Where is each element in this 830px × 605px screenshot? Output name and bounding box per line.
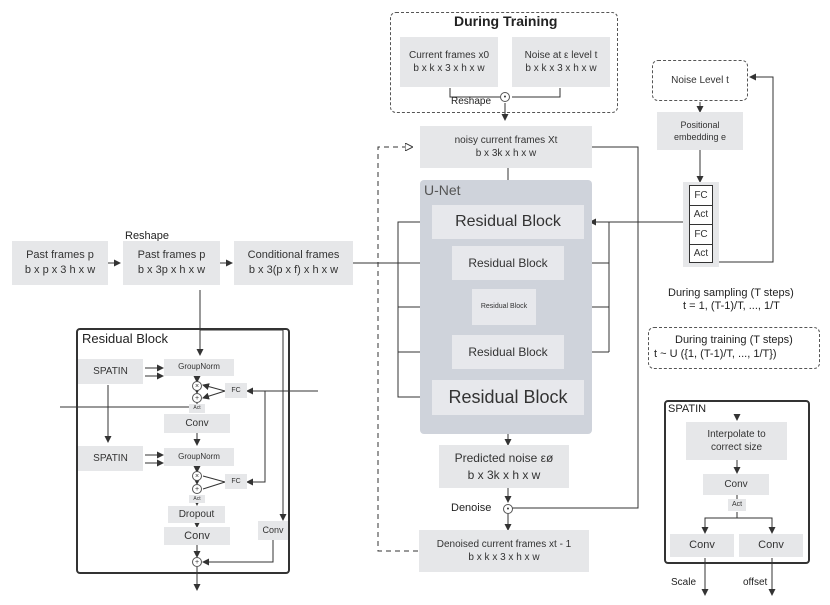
past-frames2-shape: b x 3p x h x w [137,264,206,276]
concat-operator: • [500,92,510,102]
current-frames-shape: b x k x 3 x h x w [413,63,485,74]
groupnorm-box-2: GroupNorm [164,448,234,466]
multiply-operator-2: × [192,471,202,481]
training-title: During Training [454,13,558,29]
interpolate-label-2: correct size [710,442,763,453]
predicted-label: Predicted noise εø [454,451,554,466]
denoise-operator: • [503,504,513,514]
training-frame [390,12,618,113]
fc-stack-act-1: Act [690,206,712,225]
spatin-act-box: Act [728,499,746,511]
fc-stack-fc-1: FC [690,186,712,206]
fc-stack: FC Act FC Act [689,185,713,263]
fc-box-2: FC [225,474,247,489]
conditional-label: Conditional frames [247,249,340,262]
spatin-conv-box: Conv [703,474,769,495]
denoised-frames-box: Denoised current frames xt - 1 b x k x 3… [419,530,589,572]
past-frames2-label: Past frames p [137,249,206,262]
residual-block-1: Residual Block [432,205,584,239]
conv-box-1: Conv [164,414,230,433]
conditional-frames-box: Conditional frames b x 3(p x f) x h x w [234,241,353,285]
noisy-shape: b x 3k x h x w [475,148,537,159]
denoised-shape: b x k x 3 x h x w [468,552,540,563]
conditional-shape: b x 3(p x f) x h x w [248,264,339,276]
noisy-frames-box: noisy current frames Xt b x 3k x h x w [420,126,592,168]
groupnorm-box-1: GroupNorm [164,359,234,376]
noisy-label: noisy current frames Xt [454,134,558,146]
interpolate-box: Interpolate to correct size [686,422,787,460]
act-box-2: Act [189,495,205,503]
residual-detail-title: Residual Block [82,331,168,346]
reshape-label: Reshape [125,230,170,242]
noise-at-level-shape: b x k x 3 x h x w [525,63,597,74]
spatin-conv-left-box: Conv [670,534,734,557]
spatin-box-1: SPATIN [78,359,143,384]
predicted-noise-box: Predicted noise εø b x 3k x h x w [439,445,569,488]
predicted-shape: b x 3k x h x w [467,467,541,482]
fc-box-1: FC [225,383,247,398]
denoise-label: Denoise [451,502,492,514]
training-steps-title: During training (T steps) [675,334,793,346]
conv-skip-box: Conv [258,521,288,540]
dropout-box: Dropout [168,506,225,523]
act-box-1: Act [189,404,205,413]
residual-block-2: Residual Block [452,246,564,280]
positional-label: Positional [680,119,720,130]
past-frames-reshaped-box: Past frames p b x 3p x h x w [123,241,220,285]
past-frames-shape: b x p x 3 h x w [24,264,96,276]
interpolate-label: Interpolate to [707,428,766,440]
current-frames-label: Current frames x0 [408,49,490,61]
multiply-operator-1: × [192,381,202,391]
add-operator-1: + [192,393,202,403]
spatin-box-2: SPATIN [78,446,143,471]
past-frames-label: Past frames p [26,249,94,262]
noise-at-level-label: Noise at ε level t [524,49,598,61]
sampling-title: During sampling (T steps) [668,287,794,299]
training-reshape-label: Reshape [451,96,492,107]
unet-label: U-Net [424,182,461,198]
training-steps-formula: t ~ U ({1, (T-1)/T, ..., 1/T}) [654,348,777,360]
add-operator-out: + [192,557,202,567]
residual-block-5: Residual Block [432,380,584,415]
training-steps-frame [648,327,820,369]
conv-box-2: Conv [164,527,230,545]
current-frames-box: Current frames x0 b x k x 3 x h x w [400,37,498,87]
spatin-detail-title: SPATIN [668,403,707,415]
fc-stack-act-2: Act [693,248,709,260]
past-frames-box: Past frames p b x p x 3 h x w [12,241,108,285]
denoised-label: Denoised current frames xt - 1 [436,538,572,550]
noise-level-box: Noise at ε level t b x k x 3 x h x w [512,37,610,87]
spatin-detail-frame [664,400,810,564]
residual-detail-frame [76,328,290,574]
noise-level-box: Noise Level t [652,60,748,101]
residual-block-4: Residual Block [452,335,564,369]
scale-label: Scale [671,577,697,588]
positional-embedding-box: Positional embedding e [657,112,743,150]
add-operator-2: + [192,484,202,494]
fc-stack-fc-2: FC [690,225,712,245]
offset-label: offset [743,577,768,588]
positional-label-2: embedding e [673,132,727,142]
spatin-conv-right-box: Conv [739,534,803,557]
sampling-formula: t = 1, (T-1)/T, ..., 1/T [683,300,780,312]
residual-block-3: Residual Block [472,289,536,325]
